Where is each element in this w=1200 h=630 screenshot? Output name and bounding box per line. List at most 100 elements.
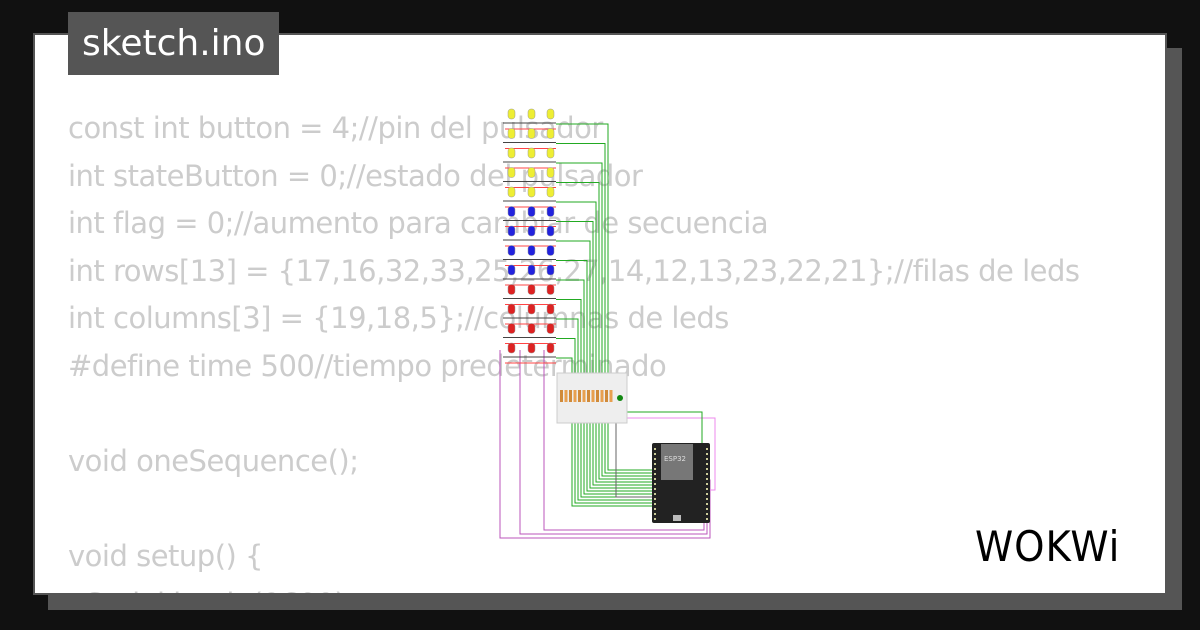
pin [654, 483, 656, 485]
pin [706, 473, 708, 475]
green-wire [556, 182, 655, 480]
pin [654, 448, 656, 450]
led-blue [507, 206, 516, 217]
esp32-module [661, 444, 693, 480]
pin [706, 508, 708, 510]
led-blue [546, 206, 555, 217]
led-blue [507, 245, 516, 256]
pin [654, 458, 656, 460]
led-yellow [527, 147, 536, 159]
green-wire [556, 357, 655, 507]
led-blue [546, 245, 555, 256]
pin [654, 473, 656, 475]
led-red [507, 284, 516, 295]
green-wire [556, 201, 655, 483]
led-red [527, 342, 536, 354]
push-button [617, 395, 623, 401]
led-blue [527, 245, 536, 256]
green-wire [556, 240, 655, 489]
preview-card: const int button = 4;//pin del pulsador i… [33, 33, 1167, 595]
green-wire [556, 143, 655, 474]
resistor [600, 390, 604, 402]
gray-wire [615, 420, 655, 498]
resistor [582, 390, 586, 402]
esp32-label: ESP32 [664, 455, 686, 463]
pin [654, 518, 656, 520]
resistor [609, 390, 613, 402]
resistor [569, 390, 572, 402]
code-line: int columns[3] = {19,18,5};//columnas de… [68, 301, 729, 336]
green-wire [556, 221, 655, 486]
led-yellow [507, 167, 516, 178]
led-red [507, 342, 516, 354]
pin [706, 503, 708, 505]
led-yellow [507, 147, 516, 159]
pin [706, 458, 708, 460]
led-yellow [546, 167, 555, 178]
resistor [564, 390, 568, 402]
pin [706, 483, 708, 485]
code-line: #define time 500//tiempo predeterminado [68, 348, 667, 383]
pin [706, 478, 708, 480]
pin [706, 518, 708, 520]
led-red [527, 303, 536, 315]
pin [654, 508, 656, 510]
pin [706, 513, 708, 515]
pin [654, 513, 656, 515]
led-red [527, 284, 536, 295]
wokwi-logo: WOKWi [975, 522, 1121, 571]
led-yellow [507, 128, 516, 139]
pin [706, 453, 708, 455]
led-red [527, 323, 536, 334]
code-preview: const int button = 4;//pin del pulsador i… [68, 105, 1080, 593]
resistor [578, 390, 581, 402]
led-blue [527, 264, 536, 276]
pin [706, 493, 708, 495]
resistor [573, 390, 577, 402]
led-blue [507, 264, 516, 276]
resistor [605, 390, 608, 402]
code-line: int stateButton = 0;//estado del pulsado… [68, 158, 643, 193]
code-line: void oneSequence(); [68, 444, 359, 479]
code-line: const int button = 4;//pin del pulsador [68, 111, 603, 145]
file-title: sketch.ino [68, 12, 280, 75]
resistor [596, 390, 599, 402]
pin [706, 468, 708, 470]
led-blue [546, 264, 555, 276]
led-yellow [546, 128, 555, 139]
led-red [546, 323, 555, 334]
usb-port [673, 515, 681, 521]
pin [654, 478, 656, 480]
green-wire [556, 162, 655, 477]
led-yellow [507, 186, 516, 198]
code-line: void setup() { [68, 539, 263, 574]
led-yellow [527, 167, 536, 178]
pin [654, 463, 656, 465]
pin [654, 498, 656, 500]
led-yellow [546, 186, 555, 198]
led-yellow [527, 186, 536, 198]
pin [654, 503, 656, 505]
led-yellow [546, 147, 555, 159]
led-blue [546, 225, 555, 237]
pin [654, 488, 656, 490]
code-line: Serial.begin(9600); [68, 581, 1080, 593]
led-red [546, 303, 555, 315]
led-red [546, 342, 555, 354]
led-blue [527, 225, 536, 237]
resistor [591, 390, 595, 402]
led-red [507, 323, 516, 334]
led-yellow [527, 128, 536, 139]
pin [654, 493, 656, 495]
code-line: int rows[13] = {17,16,32,33,25,26,27,14,… [68, 253, 1080, 288]
led-blue [527, 206, 536, 217]
led-red [507, 303, 516, 315]
resistor [587, 390, 590, 402]
code-line: int flag = 0;//aumento para cambiar de s… [68, 206, 769, 241]
resistor [560, 390, 563, 402]
led-red [546, 284, 555, 295]
led-blue [507, 225, 516, 237]
led-yellow [507, 108, 516, 120]
pin [654, 453, 656, 455]
